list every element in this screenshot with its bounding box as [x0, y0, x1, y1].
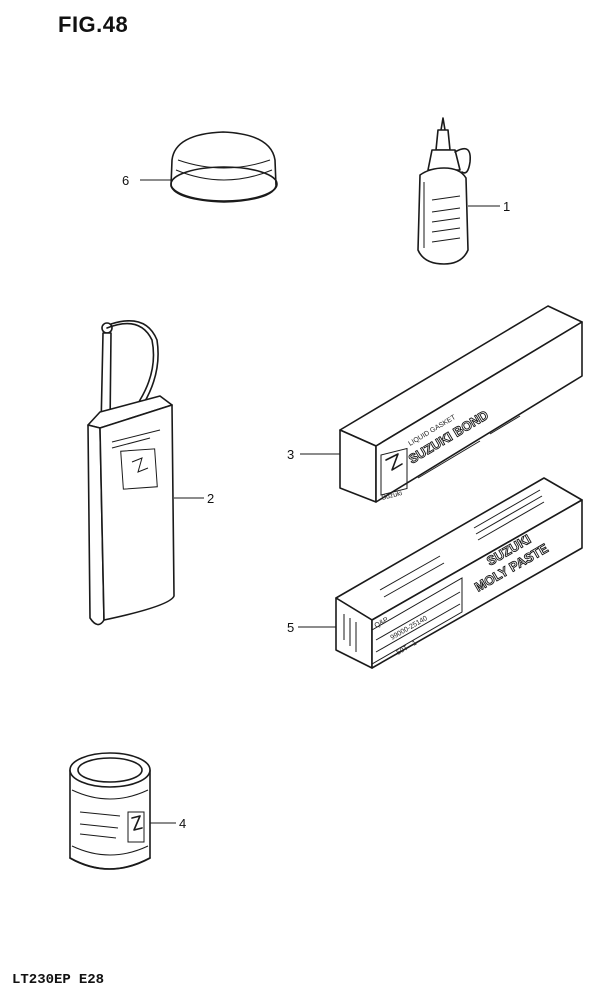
callout-2: 2: [207, 491, 214, 506]
bond-side-label: Suzuki: [381, 490, 404, 502]
figure-title: FIG.48: [58, 12, 129, 37]
callout-1: 1: [503, 199, 510, 214]
callout-3: 3: [287, 447, 294, 462]
callout-5: 5: [287, 620, 294, 635]
callout-4: 4: [179, 816, 186, 831]
part-4-tin-can[interactable]: [69, 752, 151, 870]
region-code: E28: [78, 972, 105, 988]
part-5-moly-paste[interactable]: Q&P 99000-25140 50T - 1 SUZUKI MOLY PAST…: [335, 477, 583, 669]
part-3-suzuki-bond[interactable]: SUZUKI BOND LIQUID GASKET Suzuki: [339, 305, 583, 503]
footer-model-code: LT230EP E28: [12, 972, 112, 988]
part-2-oil-can[interactable]: [87, 320, 175, 626]
callout-6: 6: [122, 173, 129, 188]
part-6-cap[interactable]: [170, 131, 278, 203]
part-1-bottle[interactable]: [417, 117, 472, 265]
model-code: LT230EP: [12, 972, 71, 988]
